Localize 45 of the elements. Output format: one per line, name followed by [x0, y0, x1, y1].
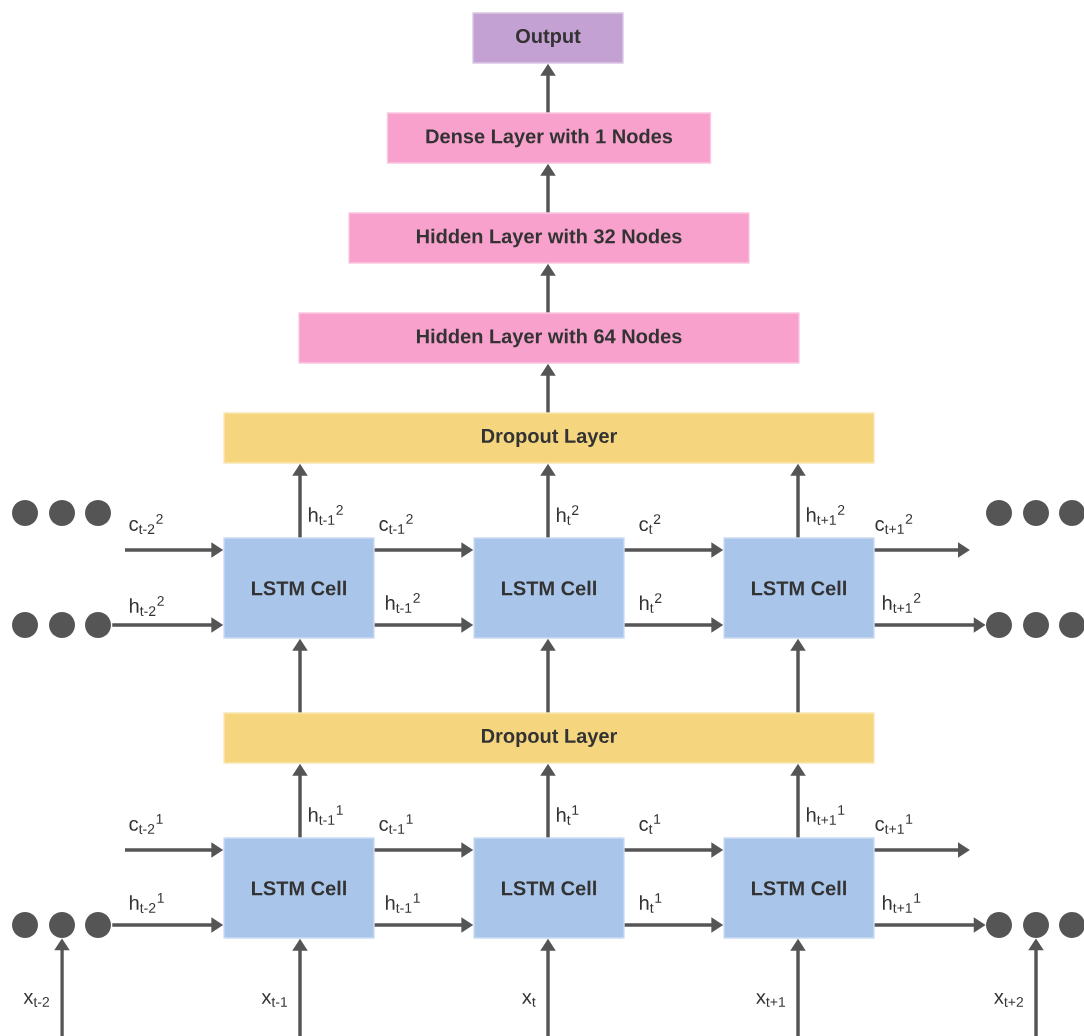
edge-label: h$_{t}$1 — [554, 803, 582, 827]
edge-label: h$_{t}$1 — [637, 891, 665, 915]
lstm-cell-box: LSTM Cell — [723, 837, 875, 939]
edge-label: c$_{t-2}$2 — [127, 512, 166, 536]
edge-label: h$_{t-1}$2 — [383, 591, 423, 615]
edge-label: h$_{t+1}$2 — [804, 503, 848, 527]
edge-label: x$_{t}$ — [520, 991, 538, 1009]
edge-label: h$_{t+1}$1 — [880, 891, 924, 915]
edge-label: c$_{t}$2 — [637, 512, 663, 536]
edge-label: x$_{t+1}$ — [754, 991, 788, 1009]
edge-label: h$_{t+1}$2 — [880, 591, 924, 615]
ellipsis-dots — [986, 500, 1084, 526]
layer-box: Dense Layer with 1 Nodes — [386, 112, 712, 164]
edge-label: h$_{t-1}$1 — [383, 891, 423, 915]
ellipsis-dots — [986, 612, 1084, 638]
edge-label: h$_{t}$2 — [637, 591, 665, 615]
edge-label: h$_{t-2}$1 — [127, 891, 167, 915]
lstm-cell-box: LSTM Cell — [723, 537, 875, 639]
edge-label: h$_{t-1}$2 — [306, 503, 346, 527]
ellipsis-dots — [12, 500, 111, 526]
edge-label: h$_{t+1}$1 — [804, 803, 848, 827]
edge-label: h$_{t-1}$1 — [306, 803, 346, 827]
ellipsis-dots — [12, 612, 111, 638]
lstm-cell-box: LSTM Cell — [223, 837, 375, 939]
dropout-box: Dropout Layer — [223, 712, 875, 764]
edge-label: c$_{t-1}$1 — [377, 812, 416, 836]
ellipsis-dots — [986, 912, 1084, 938]
lstm-cell-box: LSTM Cell — [473, 837, 625, 939]
edge-label: h$_{t-2}$2 — [127, 594, 167, 618]
lstm-cell-box: LSTM Cell — [223, 537, 375, 639]
lstm-cell-box: LSTM Cell — [473, 537, 625, 639]
edge-label: c$_{t}$1 — [637, 812, 663, 836]
layer-box: Hidden Layer with 64 Nodes — [298, 312, 800, 364]
layer-box: Hidden Layer with 32 Nodes — [348, 212, 750, 264]
dropout-box: Dropout Layer — [223, 412, 875, 464]
edge-label: x$_{t-1}$ — [260, 991, 290, 1009]
edge-label: h$_{t}$2 — [554, 503, 582, 527]
edge-label: x$_{t+2}$ — [992, 991, 1026, 1009]
edge-label: c$_{t+1}$1 — [873, 812, 915, 836]
ellipsis-dots — [12, 912, 111, 938]
edge-label: c$_{t+1}$2 — [873, 512, 915, 536]
edge-label: c$_{t-1}$2 — [377, 512, 416, 536]
output-box: Output — [472, 12, 624, 64]
edge-label: x$_{t-2}$ — [22, 991, 52, 1009]
edge-label: c$_{t-2}$1 — [127, 812, 166, 836]
